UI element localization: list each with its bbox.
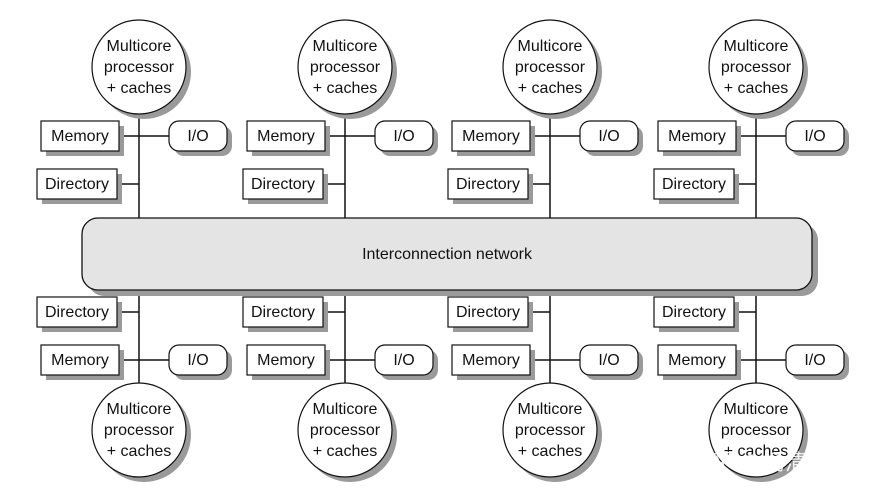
node-5-memory-box [40, 344, 120, 376]
node-5-processor-label: + caches [107, 443, 171, 460]
node-8-directory-label: Directory [662, 304, 726, 321]
node-4-processor-label: + caches [724, 80, 788, 97]
node-4-io-box [785, 120, 845, 152]
node-7-directory-label: Directory [456, 304, 520, 321]
node-5: Multicore processor + caches Memory Director… [36, 296, 232, 482]
node-4-memory-box [657, 120, 737, 152]
node-4-directory-box [653, 168, 735, 200]
node-2: Multicore processor + cachesMemoryDirector… [242, 19, 438, 204]
node-4-processor-circle [708, 19, 804, 115]
node-6-io-box [374, 344, 434, 376]
node-8-processor-label: + caches [724, 443, 788, 460]
node-1-processor-label: + caches [107, 80, 171, 97]
node-8-processor-circle [708, 382, 804, 478]
interconnection-network: Interconnection network [81, 217, 818, 296]
node-6-directory-label: Directory [251, 304, 315, 321]
node-3: Multicore processor + cachesMemoryDirector… [447, 19, 643, 204]
node-1-processor-circle [91, 19, 187, 115]
node-5-io-box [168, 344, 228, 376]
node-4-io-label: I/O [804, 128, 825, 145]
node-7-io-box [579, 344, 639, 376]
node-8-memory-label: Memory [668, 352, 726, 369]
node-5-io-label: I/O [187, 352, 208, 369]
node-1-processor-label: Multicore [107, 38, 172, 55]
node-3-directory-box [447, 168, 529, 200]
node-3-processor-label: Multicore [518, 38, 583, 55]
node-3-directory-label: Directory [456, 176, 520, 193]
node-6-memory-label: Memory [257, 352, 315, 369]
node-6-processor-circle [297, 382, 393, 478]
node-2-processor-label: processor [310, 59, 381, 76]
node-5-processor-label: processor [104, 422, 175, 439]
node-6: Multicore processor + caches Memory Director… [242, 296, 438, 482]
node-8-memory-box [657, 344, 737, 376]
node-7-memory-box [451, 344, 531, 376]
node-3-memory-label: Memory [462, 128, 520, 145]
node-6-processor-label: + caches [313, 443, 377, 460]
node-8: Multicore processor + caches Memory Director… [653, 296, 849, 482]
node-7: Multicore processor + caches Memory Director… [447, 296, 643, 482]
node-2-directory-label: Directory [251, 176, 315, 193]
node-6-processor-label: Multicore [313, 401, 378, 418]
node-7-io-label: I/O [598, 352, 619, 369]
node-5-processor-circle [91, 382, 187, 478]
node-6-processor-label: processor [310, 422, 381, 439]
node-2-memory-label: Memory [257, 128, 315, 145]
node-5-processor-label: Multicore [107, 401, 172, 418]
node-1-io-box [168, 120, 228, 152]
node-3-processor-circle [502, 19, 598, 115]
node-5-memory-label: Memory [51, 352, 109, 369]
node-7-processor-circle [502, 382, 598, 478]
node-2-io-label: I/O [393, 128, 414, 145]
node-8-io-label: I/O [804, 352, 825, 369]
node-6-io-label: I/O [393, 352, 414, 369]
node-4: Multicore processor + cachesMemoryDirector… [653, 19, 849, 204]
node-6-directory-box [242, 296, 324, 328]
node-5-directory-label: Directory [45, 304, 109, 321]
node-3-io-label: I/O [598, 128, 619, 145]
node-8-processor-label: processor [721, 422, 792, 439]
node-7-memory-label: Memory [462, 352, 520, 369]
node-2-processor-label: + caches [313, 80, 377, 97]
node-8-directory-box [653, 296, 735, 328]
node-7-processor-label: processor [515, 422, 586, 439]
network-box [81, 217, 813, 291]
node-2-directory-box [242, 168, 324, 200]
node-4-processor-label: processor [721, 59, 792, 76]
node-1-directory-box [36, 168, 118, 200]
network-label: Interconnection network [362, 246, 533, 263]
node-8-io-box [785, 344, 845, 376]
node-7-processor-label: + caches [518, 443, 582, 460]
node-3-memory-box [451, 120, 531, 152]
node-7-directory-box [447, 296, 529, 328]
node-2-processor-label: Multicore [313, 38, 378, 55]
node-3-processor-label: + caches [518, 80, 582, 97]
node-8-processor-label: Multicore [724, 401, 789, 418]
node-1: Multicore processor + cachesMemoryDirector… [36, 19, 232, 204]
node-2-io-box [374, 120, 434, 152]
node-4-processor-label: Multicore [724, 38, 789, 55]
node-2-memory-box [246, 120, 326, 152]
node-1-memory-box [40, 120, 120, 152]
node-1-memory-label: Memory [51, 128, 109, 145]
node-7-processor-label: Multicore [518, 401, 583, 418]
node-6-memory-box [246, 344, 326, 376]
node-1-io-label: I/O [187, 128, 208, 145]
node-3-io-box [579, 120, 639, 152]
watermark: 知乎 @杨清荃 [690, 451, 829, 476]
node-1-directory-label: Directory [45, 176, 109, 193]
node-1-processor-label: processor [104, 59, 175, 76]
node-2-processor-circle [297, 19, 393, 115]
node-5-directory-box [36, 296, 118, 328]
node-4-memory-label: Memory [668, 128, 726, 145]
node-3-processor-label: processor [515, 59, 586, 76]
node-4-directory-label: Directory [662, 176, 726, 193]
